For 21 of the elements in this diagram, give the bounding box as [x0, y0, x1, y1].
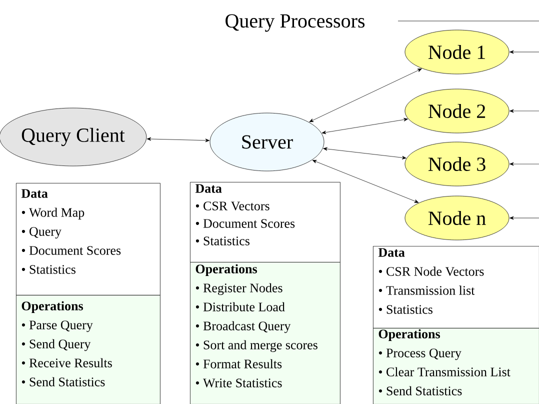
ellipse-node: Node 2	[404, 88, 510, 134]
arrow	[312, 160, 419, 203]
arrow	[309, 68, 422, 122]
ellipse-node: Node n	[404, 196, 510, 240]
info-panel: Operations • Register Nodes • Distribute Load • Broadcast Query • Sort and merge scores • Format Results • Write Statistics	[190, 262, 340, 404]
title: Query Processors	[226, 14, 365, 32]
info-panel: Operations • Process Query • Clear Transmission List • Send Statistics	[373, 328, 539, 404]
arrow	[146, 137, 210, 142]
arrow	[323, 147, 406, 160]
info-panel: Data • CSR Node Vectors • Transmission list • Statistics	[373, 246, 539, 328]
ellipse-node: Node 1	[404, 30, 510, 74]
arrow	[510, 162, 539, 166]
arrow	[510, 50, 539, 54]
arrow	[510, 109, 539, 113]
info-panel: Data • Word Map • Query • Document Scores • Statistics	[16, 183, 160, 296]
ellipse-node: Server	[210, 112, 324, 172]
arrow	[322, 118, 408, 134]
info-panel: Operations • Parse Query • Send Query • Receive Results • Send Statistics	[16, 295, 160, 404]
info-panel: Data • CSR Vectors • Document Scores • Statistics	[190, 182, 340, 262]
ellipse-node: Node 3	[404, 142, 510, 186]
arrow	[510, 216, 539, 220]
